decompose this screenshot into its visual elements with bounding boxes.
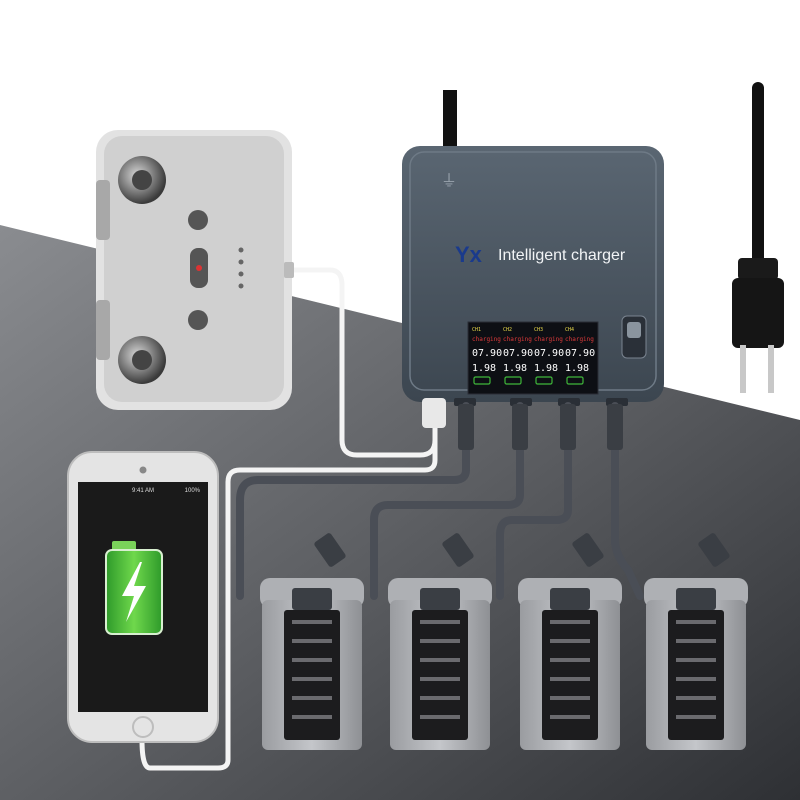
channel-status: charging — [534, 336, 563, 343]
channel-current: 1.98 — [503, 363, 527, 374]
channel-battery-icon — [566, 376, 584, 385]
channel-3: CH3 charging 07.90 1.98 — [534, 327, 564, 385]
channel-status: charging — [503, 336, 532, 343]
channel-battery-icon — [535, 376, 553, 385]
charger-hub: ⏚ Yx Intelligent charger CH1charging07.9… — [402, 146, 664, 406]
plug-icon: ⏚ — [441, 172, 457, 190]
function-button — [188, 210, 208, 230]
channel-name: CH1 — [472, 327, 481, 333]
drone-battery-1 — [260, 533, 364, 750]
channel-voltage: 07.90 — [472, 348, 502, 359]
channel-4: CH4 charging 07.90 1.98 — [565, 327, 595, 385]
battery-cables — [236, 402, 644, 600]
channel-status: charging — [565, 336, 594, 343]
channel-status: charging — [472, 336, 501, 343]
phone-status-time: 9:41 AM — [132, 488, 154, 494]
channel-voltage: 07.90 — [534, 348, 564, 359]
drone-battery-2 — [388, 533, 492, 750]
channel-voltage: 07.90 — [565, 348, 595, 359]
channel-name: CH3 — [534, 327, 543, 333]
brand-logo: Yx — [455, 242, 483, 267]
channel-1: CH1 charging 07.90 1.98 — [472, 327, 502, 385]
drone-battery-3 — [518, 533, 622, 750]
drone-remote-controller — [96, 130, 294, 410]
power-plug — [732, 82, 784, 393]
channel-name: CH2 — [503, 327, 512, 333]
battery-icon — [105, 541, 163, 635]
drone-battery-4 — [644, 533, 748, 750]
smartphone: 9:41 AM 100% — [67, 451, 219, 743]
channel-current: 1.98 — [472, 363, 496, 374]
usb-cables — [139, 267, 438, 771]
channel-current: 1.98 — [534, 363, 558, 374]
channel-voltage: 07.90 — [503, 348, 533, 359]
drone-batteries — [260, 533, 748, 750]
lightning-icon — [122, 562, 146, 622]
power-button — [188, 310, 208, 330]
channel-battery-icon — [473, 376, 491, 385]
channel-battery-icon — [504, 376, 522, 385]
channel-current: 1.98 — [565, 363, 589, 374]
channel-name: CH4 — [565, 327, 574, 333]
brand-label: Intelligent charger — [498, 247, 626, 264]
channel-2: CH2 charging 07.90 1.98 — [503, 327, 533, 385]
phone-status-battery: 100% — [185, 488, 201, 494]
